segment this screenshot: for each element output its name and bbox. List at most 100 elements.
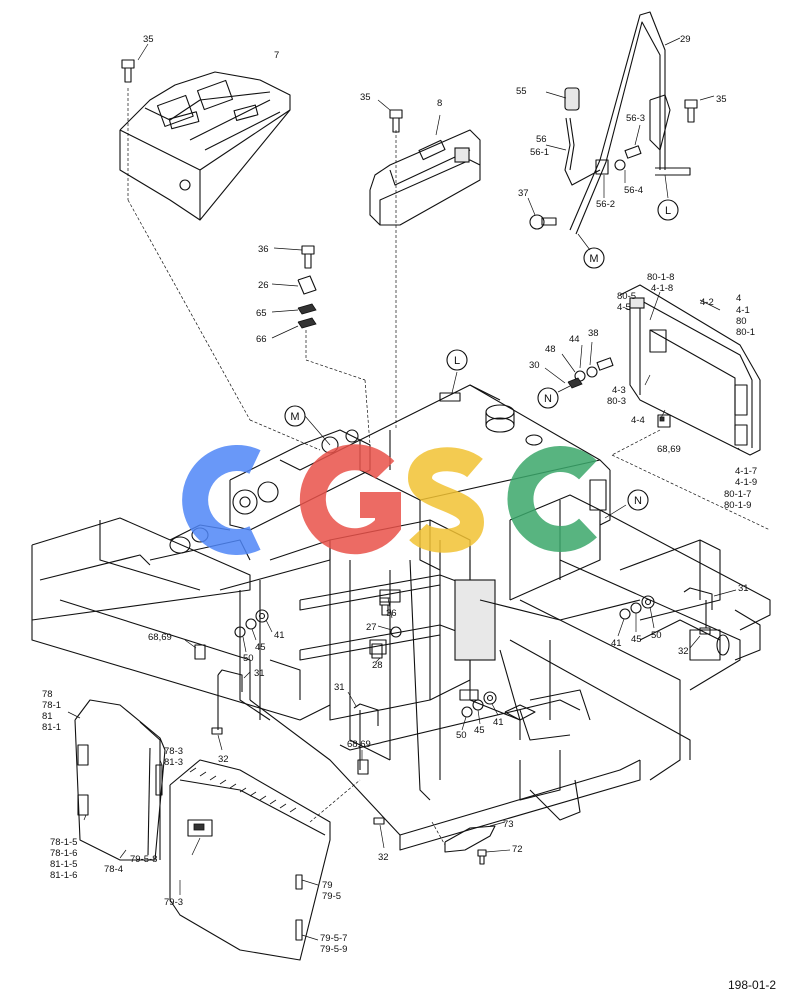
part-label: 50 (456, 730, 467, 741)
side-cover-78 (67, 699, 166, 861)
part-label: 32 (218, 754, 229, 765)
washers-44-38-48-30 (544, 341, 614, 389)
part-label: 41 (493, 717, 504, 728)
part-label: 38 (588, 328, 599, 339)
svg-text:M: M (589, 253, 598, 265)
part-label: 80-1 (736, 327, 755, 338)
part-label: 79-3 (164, 897, 183, 908)
part-label: 68,69 (657, 444, 681, 455)
part-label: 78-3 (164, 746, 183, 757)
part-label: 32 (678, 646, 689, 657)
part-label: 81 (42, 711, 53, 722)
part-label: 78-4 (104, 864, 123, 875)
plate-73 (431, 821, 511, 865)
ref-circle: N (627, 489, 649, 511)
part-label: 78-1 (42, 700, 61, 711)
part-label: 30 (529, 360, 540, 371)
part-label: 31 (738, 583, 749, 594)
louvers (189, 767, 297, 813)
svg-text:L: L (454, 355, 460, 367)
part-label: 78-1-6 (50, 848, 77, 859)
part-label: 4-1 (736, 305, 750, 316)
bolt-56-3 (614, 124, 642, 183)
part-label: 79-5-9 (320, 944, 347, 955)
part-label: 79-5-7 (320, 933, 347, 944)
ref-circle: N (537, 387, 559, 409)
part-label: 4-1-7 (735, 466, 757, 477)
part-label: 56-1 (530, 147, 549, 158)
part-label: 56-4 (624, 185, 643, 196)
part-label: 28 (372, 660, 383, 671)
part-label: 45 (255, 642, 266, 653)
part-label: 4-4 (631, 415, 645, 426)
latch-68-69-upper (657, 414, 671, 428)
part-label: 78 (42, 689, 53, 700)
part-label: 41 (274, 630, 285, 641)
part-label: 4-2 (700, 297, 714, 308)
ref-markers: M L N L M N (284, 199, 679, 519)
part-label: 68,69 (347, 739, 371, 750)
part-label: 31 (254, 668, 265, 679)
part-label: 29 (680, 34, 691, 45)
bolt-35-left (121, 43, 149, 83)
part-label: 27 (366, 622, 377, 633)
ref-circle: L (657, 199, 679, 221)
svg-text:N: N (634, 495, 642, 507)
watermark-letter-g (299, 444, 401, 555)
side-panel-4 (611, 284, 771, 531)
part-label: 56-3 (626, 113, 645, 124)
right-fasteners (617, 587, 737, 649)
bolt-35-right (684, 95, 715, 123)
hood-cover-7 (119, 71, 321, 451)
part-label: 4-1-9 (735, 477, 757, 488)
side-cover-79 (169, 759, 361, 961)
part-label: 79-5-8 (130, 854, 157, 865)
part-label: 56-2 (596, 199, 615, 210)
part-label: 32 (378, 852, 389, 863)
part-label: 55 (516, 86, 527, 97)
part-label: 81-3 (164, 757, 183, 768)
part-label: 4 (736, 293, 741, 304)
lever-56 (545, 87, 609, 198)
svg-text:N: N (544, 393, 552, 405)
part-label: 56 (536, 134, 547, 145)
part-label: 45 (474, 725, 485, 736)
part-label: 73 (503, 819, 514, 830)
part-label: 80-1-7 (724, 489, 751, 500)
part-label: 50 (651, 630, 662, 641)
diagram-code: 198-01-2 (728, 978, 776, 992)
ref-circle: M (284, 405, 306, 427)
part-label: 8 (437, 98, 442, 109)
watermark-letter-c (182, 445, 261, 555)
part-label: 4-3 (612, 385, 626, 396)
ref-circle: M (583, 247, 605, 269)
part-label: 78-1-5 (50, 837, 77, 848)
bolt-35-mid (377, 99, 403, 133)
part-label: 80 (736, 316, 747, 327)
part-label: 81-1 (42, 722, 61, 733)
part-label: 7 (274, 50, 279, 61)
part-label: 80-1-9 (724, 500, 751, 511)
part-label: 31 (334, 682, 345, 693)
part-label: 37 (518, 188, 529, 199)
watermark-letter-s (407, 447, 485, 553)
part-labels: 35 7 35 8 55 56 56-1 56-3 56-4 56-2 29 3… (42, 34, 757, 955)
center-fasteners (347, 597, 499, 849)
part-label: 68,69 (148, 632, 172, 643)
part-label: 72 (512, 844, 523, 855)
svg-text:L: L (665, 205, 671, 217)
part-label: 36 (386, 608, 397, 619)
part-label: 66 (256, 334, 267, 345)
front-cover-8 (369, 114, 481, 430)
part-label: 79-5 (322, 891, 341, 902)
part-label: 26 (258, 280, 269, 291)
part-label: 50 (243, 653, 254, 664)
part-label: 81-1-5 (50, 859, 77, 870)
part-label: 80-1-8 (647, 272, 674, 283)
bolt-37 (527, 197, 557, 230)
left-fasteners (184, 609, 273, 751)
ref-circle: L (446, 349, 468, 371)
part-label: 79 (322, 880, 333, 891)
